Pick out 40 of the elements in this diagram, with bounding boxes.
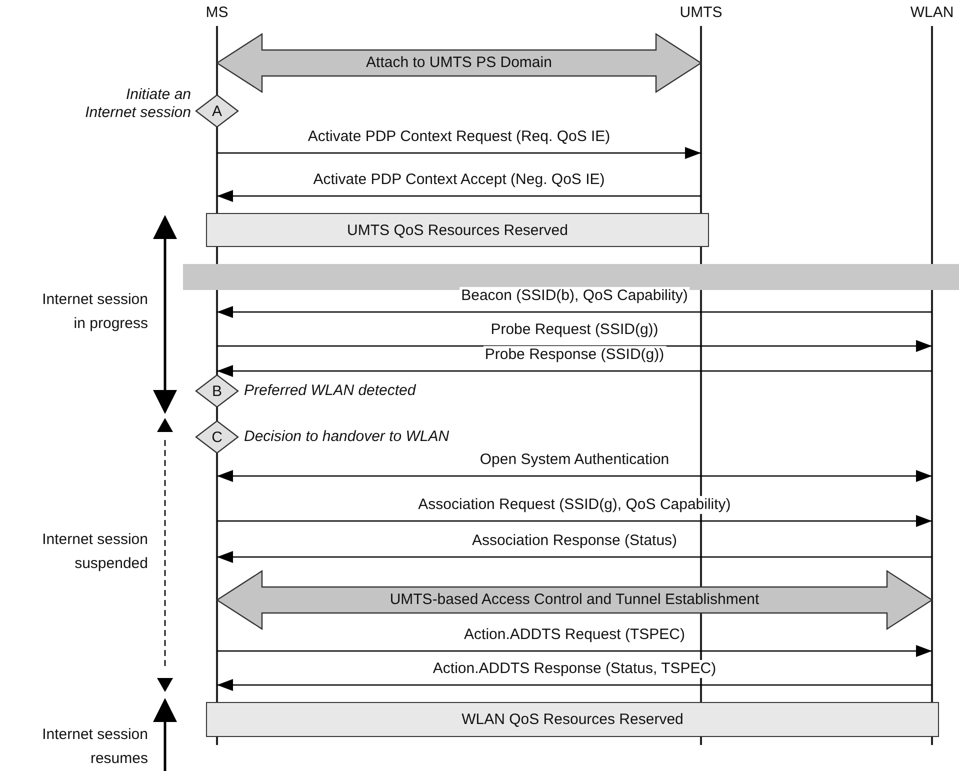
message-arrow [217, 515, 932, 527]
annotation-text: Initiate an Internet session [84, 86, 191, 122]
separator-bar [183, 264, 959, 290]
annotation-text: Preferred WLAN detected [244, 382, 416, 400]
message-arrow [217, 645, 932, 657]
decision-diamond: C [195, 420, 239, 454]
message-arrow [217, 306, 932, 318]
edge-label: Open System Authentication [478, 451, 672, 469]
lifeline-label: WLAN [909, 4, 955, 22]
edge-label: Activate PDP Context Accept (Neg. QoS IE) [311, 171, 607, 189]
message-arrow [217, 340, 932, 352]
edge-label: UMTS-based Access Control and Tunnel Establishment [388, 591, 760, 609]
annotation-text: Decision to handover to WLAN [244, 428, 450, 446]
note-text: Internet session suspended [41, 530, 148, 574]
edge-label: Action.ADDTS Response (Status, TSPEC) [430, 660, 718, 678]
lifeline-label: UMTS [678, 4, 724, 22]
edge-label: Probe Response (SSID(g)) [482, 346, 666, 364]
edge-label: Beacon (SSID(b), QoS Capability) [459, 287, 690, 305]
edge-label: Activate PDP Context Request (Req. QoS IE) [306, 128, 612, 146]
message-arrow [217, 551, 932, 563]
decision-diamond: A [195, 94, 239, 128]
block-arrow [216, 32, 702, 94]
note-text: Internet session resumes [41, 725, 148, 769]
process-box: WLAN QoS Resources Reserved [206, 702, 939, 737]
edge-label: Association Response (Status) [470, 532, 680, 550]
edge-label: Probe Request (SSID(g)) [488, 321, 660, 339]
process-box: UMTS QoS Resources Reserved [206, 213, 709, 247]
message-arrow [217, 365, 932, 377]
message-arrow [217, 190, 701, 202]
message-arrow [217, 679, 932, 691]
message-arrow [217, 147, 701, 159]
message-arrow [217, 470, 932, 482]
block-arrow [216, 570, 934, 630]
edge-label: Association Request (SSID(g), QoS Capability) [416, 496, 733, 514]
decision-diamond: B [195, 374, 239, 408]
edge-label: Action.ADDTS Request (TSPEC) [462, 626, 687, 644]
note-text: Internet session in progress [41, 290, 148, 334]
lifeline [931, 26, 933, 745]
edge-label: Attach to UMTS PS Domain [365, 54, 553, 72]
lifeline-label: MS [204, 4, 230, 22]
